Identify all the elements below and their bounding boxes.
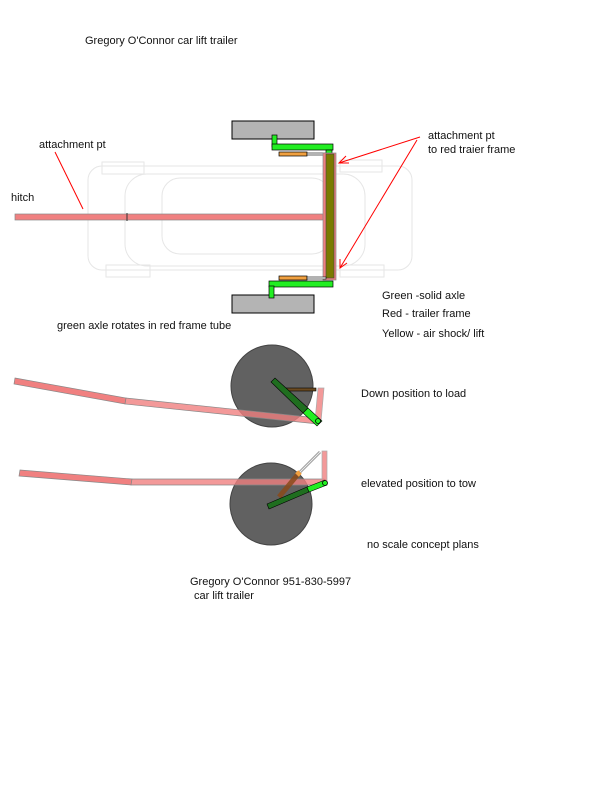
top-shock — [278, 151, 308, 157]
legend-green: Green -solid axle — [382, 290, 465, 302]
axle-note: green axle rotates in red frame tube — [57, 320, 231, 332]
attachment-left-label: attachment pt — [39, 139, 106, 151]
hitch-label: hitch — [11, 192, 34, 204]
footer-contact: Gregory O'Connor 951-830-5997 — [190, 576, 351, 588]
shock — [277, 471, 301, 499]
hitch-bar — [14, 213, 325, 221]
legend-yellow: Yellow - air shock/ lift — [382, 328, 484, 340]
annotation-arrows — [54, 136, 421, 269]
pivot — [315, 418, 321, 424]
scale-note: no scale concept plans — [367, 539, 479, 551]
axle-in-tube — [325, 153, 335, 279]
side-view-elevated — [18, 450, 328, 546]
bottom-axle — [268, 275, 334, 299]
bottom-shock — [278, 275, 308, 281]
elevated-position-label: elevated position to tow — [361, 478, 476, 490]
attachment-right-label: attachment pt — [428, 130, 495, 142]
side-view-down — [13, 344, 325, 428]
attachment-right-label-2: to red traier frame — [428, 144, 515, 156]
top-axle — [271, 134, 334, 157]
footer-subtitle: car lift trailer — [194, 590, 254, 602]
wheel — [230, 344, 314, 428]
down-position-label: Down position to load — [361, 388, 466, 400]
pivot — [322, 480, 328, 486]
title: Gregory O'Connor car lift trailer — [85, 35, 238, 47]
legend-red: Red - trailer frame — [382, 308, 471, 320]
